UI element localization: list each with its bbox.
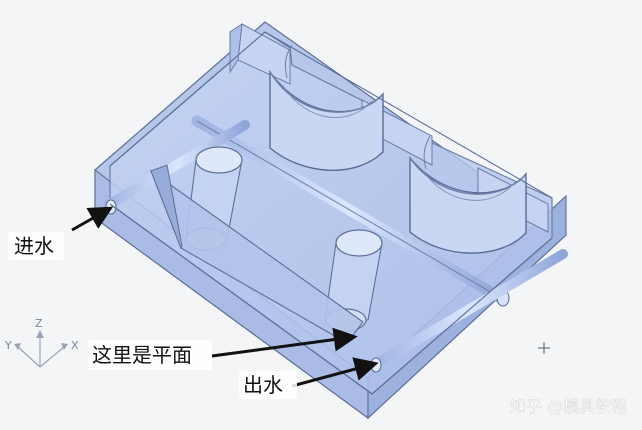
crosshair-marker — [538, 342, 550, 354]
cavity-lower — [409, 135, 527, 254]
label-inlet-group: 进水 — [8, 232, 64, 260]
edge-lines — [109, 31, 553, 395]
arrow-outlet — [291, 357, 379, 388]
cavity-upper — [269, 44, 384, 171]
label-inlet: 进水 — [14, 234, 54, 258]
label-flat-face: 这里是平面 — [92, 343, 192, 367]
label-flat-face-group: 这里是平面 — [88, 340, 212, 370]
watermark-text: 知乎 @模具教程 — [510, 397, 627, 416]
label-outlet: 出水 — [243, 373, 283, 397]
axis-x-label: X — [71, 339, 79, 352]
arrow-inlet — [71, 206, 114, 232]
arrow-flat-face — [211, 327, 358, 358]
axis-z-label: Z — [35, 317, 43, 330]
axis-y-label: Y — [4, 339, 12, 352]
label-outlet-group: 出水 — [239, 371, 297, 399]
axis-triad: Z Y X — [4, 317, 79, 368]
